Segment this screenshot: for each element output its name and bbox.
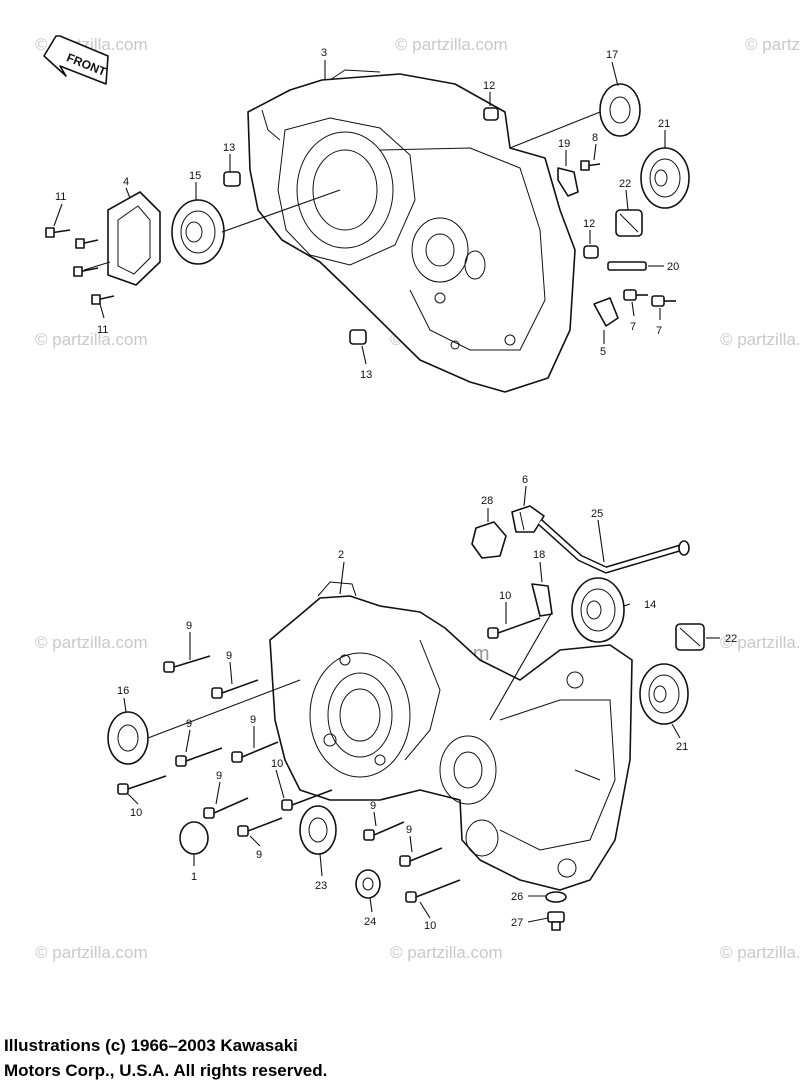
bolt-9 — [163, 655, 443, 867]
callout-9: 9 — [186, 620, 192, 632]
bolt-7 — [623, 289, 676, 307]
bearing-14 — [571, 577, 625, 643]
callout-10: 10 — [424, 920, 436, 932]
upper-callouts: 3 17 12 21 13 8 19 11 4 15 22 12 20 11 7… — [55, 47, 679, 381]
bearing-21 — [640, 147, 690, 209]
grommet-28 — [471, 521, 507, 559]
bearing-15 — [171, 199, 225, 265]
callout-6: 6 — [522, 474, 528, 486]
callout-19: 19 — [558, 138, 570, 150]
dowel-pin-13 — [349, 329, 367, 345]
callout-12: 12 — [483, 80, 495, 92]
callout-21: 21 — [676, 741, 688, 753]
dowel-pin-12 — [483, 107, 499, 121]
bolt-8 — [580, 160, 601, 171]
hose-25 — [538, 520, 681, 573]
copyright-notice: Illustrations (c) 1966–2003 Kawasaki Mot… — [4, 1033, 424, 1083]
watermark-layer: © partzilla.com © partzilla.com © partzi… — [35, 35, 800, 962]
watermark: © partzilla.com — [390, 943, 503, 962]
watermark: © partzilla.com — [395, 35, 508, 54]
callout-22: 22 — [725, 633, 737, 645]
lower-crankcase-half — [269, 581, 633, 891]
callout-9: 9 — [406, 824, 412, 836]
callout-7: 7 — [656, 325, 662, 337]
callout-8: 8 — [592, 132, 598, 144]
dowel-pin-12 — [583, 245, 599, 259]
washer-26 — [545, 891, 567, 903]
screw-11 — [45, 227, 115, 305]
callout-2: 2 — [338, 549, 344, 561]
gasket-plate-4 — [107, 191, 161, 286]
callout-13: 13 — [360, 369, 372, 381]
callout-9: 9 — [370, 800, 376, 812]
bolt-10 — [117, 617, 541, 903]
callout-15: 15 — [189, 170, 201, 182]
callout-11: 11 — [55, 191, 66, 203]
collar-24 — [355, 869, 381, 899]
upper-crankcase-half — [247, 69, 576, 393]
callout-25: 25 — [591, 508, 603, 520]
callout-17: 17 — [606, 49, 618, 61]
callout-3: 3 — [321, 47, 327, 59]
callout-10: 10 — [130, 807, 142, 819]
fitting-6 — [511, 505, 545, 533]
watermark: © partzilla.com — [720, 943, 800, 962]
callout-20: 20 — [667, 261, 679, 273]
callout-9: 9 — [186, 718, 192, 730]
callout-13: 13 — [223, 142, 235, 154]
callout-28: 28 — [481, 495, 493, 507]
callout-11: 11 — [97, 324, 108, 336]
callout-22: 22 — [619, 178, 631, 190]
watermark: © partzilla.com — [745, 35, 800, 54]
watermark: © partzilla.com — [35, 330, 148, 349]
callout-12: 12 — [583, 218, 595, 230]
clamp-19 — [557, 167, 579, 197]
plug-27 — [547, 911, 565, 931]
copyright-line-1: Illustrations (c) 1966–2003 Kawasaki — [4, 1036, 298, 1055]
callout-10: 10 — [271, 758, 283, 770]
lower-callouts: 28 6 25 2 18 10 14 22 9 9 16 9 9 21 10 9… — [117, 474, 737, 932]
needle-bearing-22 — [675, 623, 705, 651]
callout-9: 9 — [250, 714, 256, 726]
clip-18 — [531, 583, 553, 617]
upper-leader-lines — [53, 60, 666, 365]
upper-parts — [45, 83, 690, 345]
callout-9: 9 — [216, 770, 222, 782]
dowel-pin-13 — [223, 171, 241, 187]
callout-18: 18 — [533, 549, 545, 561]
callout-4: 4 — [123, 176, 129, 188]
oil-seal-23 — [299, 805, 337, 855]
lower-parts — [107, 505, 705, 931]
plate-5 — [593, 297, 619, 327]
callout-14: 14 — [644, 599, 656, 611]
callout-7: 7 — [630, 321, 636, 333]
cap-1 — [179, 821, 209, 855]
callout-27: 27 — [511, 917, 523, 929]
watermark: © partzilla.com — [35, 943, 148, 962]
watermark: © partzilla.com — [35, 633, 148, 652]
stud-20 — [607, 261, 647, 271]
watermark: © partzilla.com — [720, 330, 800, 349]
callout-5: 5 — [600, 346, 606, 358]
callout-9: 9 — [226, 650, 232, 662]
callout-24: 24 — [364, 916, 376, 928]
callout-1: 1 — [191, 871, 197, 883]
callout-21: 21 — [658, 118, 670, 130]
callout-16: 16 — [117, 685, 129, 697]
lower-leader-lines — [123, 485, 720, 923]
bearing-21 — [639, 663, 689, 725]
callout-23: 23 — [315, 880, 327, 892]
needle-bearing-22 — [615, 209, 643, 237]
oil-seal-17 — [599, 83, 641, 137]
callout-26: 26 — [511, 891, 523, 903]
callout-9: 9 — [256, 849, 262, 861]
copyright-line-2: Motors Corp., U.S.A. All rights reserved… — [4, 1061, 328, 1080]
callout-10: 10 — [499, 590, 511, 602]
watermark: © partzilla.com — [720, 633, 800, 652]
oil-seal-16 — [107, 711, 149, 765]
